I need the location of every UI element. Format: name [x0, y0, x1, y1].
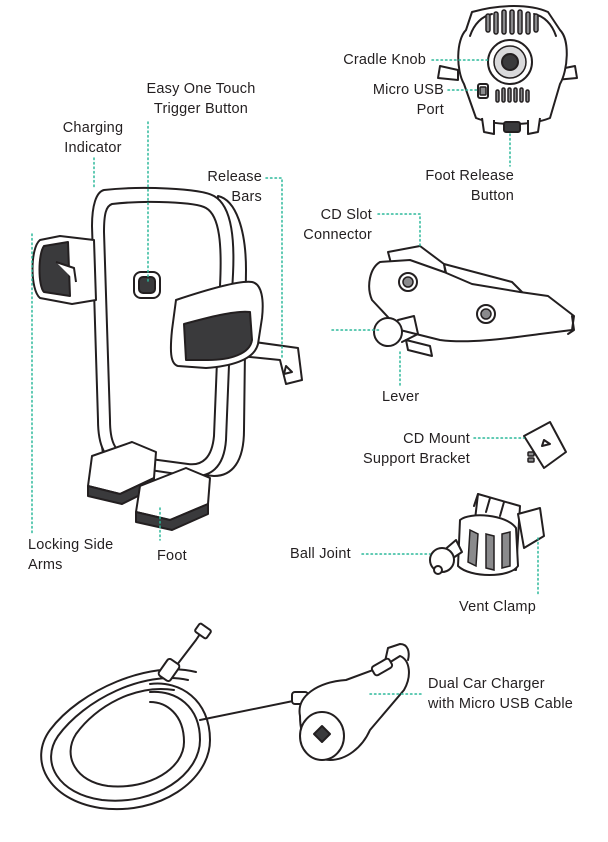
phone-cradle: [31, 187, 303, 531]
vent-clamp: [429, 493, 545, 576]
label-cd-mount-line2: Support Bracket: [363, 451, 470, 467]
label-vent-clamp: Vent Clamp: [459, 597, 549, 617]
label-dual-car-charger-line1: Dual Car Charger: [428, 676, 545, 692]
label-dual-car-charger: Dual Car Charger with Micro USB Cable: [428, 674, 598, 714]
label-foot-release-button: Foot Release Button: [410, 166, 514, 206]
label-release-bars: Release Bars: [192, 167, 262, 207]
leader-lines: [31, 59, 539, 695]
label-charging-indicator-line2: Indicator: [64, 140, 122, 156]
label-lever: Lever: [382, 387, 442, 407]
label-ball-joint: Ball Joint: [290, 544, 370, 564]
label-foot-release-button-line2: Button: [470, 188, 514, 204]
label-lever-text: Lever: [382, 389, 420, 405]
label-cd-mount-line1: CD Mount: [403, 431, 470, 447]
label-micro-usb-port-line2: Port: [416, 102, 444, 118]
label-easy-one-touch-line1: Easy One Touch: [146, 81, 256, 97]
label-cd-slot-connector: CD Slot Connector: [286, 205, 372, 245]
label-locking-side-arms-line1: Locking Side: [28, 537, 114, 553]
label-dual-car-charger-line2: with Micro USB Cable: [428, 696, 574, 712]
cd-slot-connector: [368, 245, 575, 357]
label-foot-text: Foot: [157, 548, 187, 564]
cradle-back-view: [437, 5, 578, 135]
label-micro-usb-port: Micro USB Port: [358, 80, 444, 120]
label-cd-slot-connector-line1: CD Slot: [320, 207, 372, 223]
label-cd-mount-support-bracket: CD Mount Support Bracket: [340, 429, 470, 469]
label-release-bars-line1: Release: [207, 169, 262, 185]
label-ball-joint-text: Ball Joint: [290, 546, 351, 562]
label-micro-usb-port-line1: Micro USB: [372, 82, 444, 98]
label-locking-side-arms-line2: Arms: [28, 557, 63, 573]
label-easy-one-touch-trigger-button: Easy One Touch Trigger Button: [136, 79, 266, 119]
label-cradle-knob: Cradle Knob: [330, 50, 426, 70]
dual-car-charger: [40, 622, 410, 811]
label-foot: Foot: [157, 546, 207, 566]
label-charging-indicator: Charging Indicator: [50, 118, 136, 158]
label-release-bars-line2: Bars: [231, 189, 262, 205]
label-cradle-knob-text: Cradle Knob: [343, 52, 426, 68]
label-vent-clamp-text: Vent Clamp: [459, 599, 536, 615]
label-foot-release-button-line1: Foot Release: [425, 168, 514, 184]
label-locking-side-arms: Locking Side Arms: [28, 535, 138, 575]
label-easy-one-touch-line2: Trigger Button: [153, 101, 249, 117]
label-cd-slot-connector-line2: Connector: [303, 227, 372, 243]
label-charging-indicator-line1: Charging: [62, 120, 124, 136]
cd-mount-support-bracket: [523, 421, 567, 469]
